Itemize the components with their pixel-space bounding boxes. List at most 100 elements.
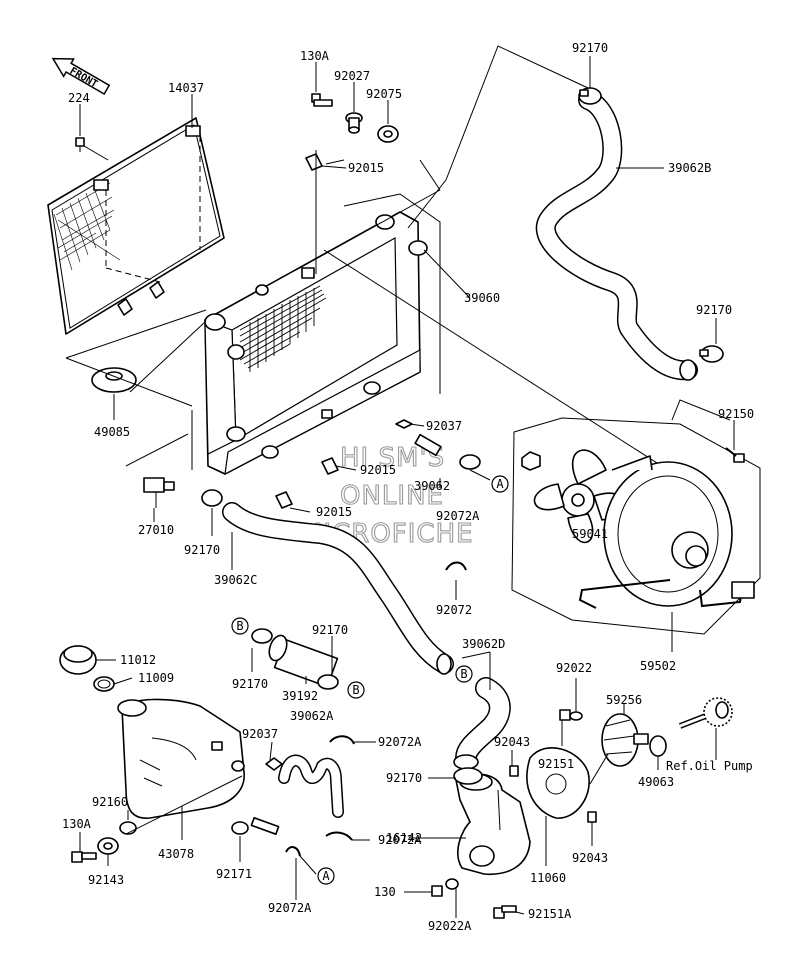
bolt-92150 (725, 447, 745, 463)
collar-92027 (345, 112, 363, 134)
clamp-92170-pump (453, 767, 483, 785)
callout-b-1: B (231, 617, 249, 635)
label-39062: 39062 (414, 479, 450, 493)
callout-a-letter: A (496, 477, 504, 491)
label-11012: 11012 (120, 653, 156, 667)
impeller-59256 (601, 713, 649, 767)
label-92072a-a: 92072A (436, 509, 480, 523)
callout-b-letter: B (460, 667, 467, 681)
label-92170-f: 92170 (386, 771, 422, 785)
label-92022: 92022 (556, 661, 592, 675)
leader-lines (79, 56, 735, 918)
screen-mesh (53, 182, 121, 271)
bolt-92151 (559, 709, 571, 721)
reservoir-cap-11012 (59, 645, 97, 675)
label-92160: 92160 (92, 795, 128, 809)
label-39062b: 39062B (668, 161, 711, 175)
seal-49063 (649, 735, 667, 757)
label-16142: 16142 (386, 831, 422, 845)
gasket-11060 (526, 747, 590, 819)
label-92015-a: 92015 (348, 161, 384, 175)
label-59041: 59041 (572, 527, 608, 541)
label-92151a: 92151A (528, 907, 572, 921)
callout-b-letter: B (236, 619, 243, 633)
label-11060: 11060 (530, 871, 566, 885)
label-27010: 27010 (138, 523, 174, 537)
oil-pump-shaft (678, 697, 733, 729)
label-92170-d: 92170 (312, 623, 348, 637)
label-92072a-d: 92072A (268, 901, 312, 915)
label-92075: 92075 (366, 87, 402, 101)
fan-switch-27010 (143, 477, 175, 508)
label-59502: 59502 (640, 659, 676, 673)
clip-92037 (395, 419, 413, 429)
clamp-92072 (445, 561, 467, 571)
label-59256: 59256 (606, 693, 642, 707)
callout-a-2: A (317, 867, 335, 885)
clamp-92072a-top (459, 454, 481, 470)
label-92037-b: 92037 (242, 727, 278, 741)
label-130a-bottom: 130A (62, 817, 92, 831)
bolt-130a-bottom (71, 851, 97, 863)
washer-92022a (445, 878, 459, 890)
label-39060: 39060 (464, 291, 500, 305)
radiator-screen (47, 117, 225, 335)
label-11009: 11009 (138, 671, 174, 685)
hose-39062b (535, 90, 698, 381)
hose-39062a (278, 754, 344, 818)
clip-92037-b (265, 757, 283, 771)
label-39192: 39192 (282, 689, 318, 703)
fan-blade-59041 (533, 449, 626, 544)
tube-92171 (231, 816, 280, 836)
washer-92022 (569, 711, 583, 721)
label-92143: 92143 (88, 873, 124, 887)
label-92150: 92150 (718, 407, 754, 421)
label-92015-c: 92015 (316, 505, 352, 519)
label-43078: 43078 (158, 847, 194, 861)
label-92170-a: 92170 (572, 41, 608, 55)
fan-shroud-59502 (578, 455, 755, 609)
water-pump-body-16142 (455, 773, 531, 876)
label-39062a: 39062A (290, 709, 334, 723)
bolt-130 (431, 885, 443, 897)
label-92170-e: 92170 (232, 677, 268, 691)
grommet-92143 (97, 837, 119, 855)
label-130: 130 (374, 885, 396, 899)
reservoir-tank-43078 (117, 698, 245, 840)
bolt-92151a (493, 905, 517, 919)
label-92043-a: 92043 (494, 735, 530, 749)
label-92022a: 92022A (428, 919, 472, 933)
hose-39062d (453, 651, 511, 770)
clamps-92072a (285, 735, 355, 857)
radiator-core-fins (239, 285, 327, 372)
nut-fan (521, 451, 541, 471)
label-92037-a: 92037 (426, 419, 462, 433)
label-92043-b: 92043 (572, 851, 608, 865)
label-92170-b: 92170 (696, 303, 732, 317)
radiator-cap (65, 309, 207, 407)
hose-39062c (201, 489, 454, 675)
label-92170-c: 92170 (184, 543, 220, 557)
label-224: 224 (68, 91, 90, 105)
label-49085: 49085 (94, 425, 130, 439)
bolt-130a (311, 93, 333, 107)
watermark-line2: ONLINE (340, 481, 444, 511)
front-marker: FRONT (68, 66, 100, 91)
label-39062d: 39062D (462, 637, 505, 651)
callout-a-letter: A (322, 869, 330, 883)
label-92151: 92151 (538, 757, 574, 771)
grommet-92075 (377, 125, 399, 143)
callout-a-1: A (491, 475, 509, 493)
bolt-224 (75, 137, 109, 161)
label-92027: 92027 (334, 69, 370, 83)
label-92171: 92171 (216, 867, 252, 881)
label-92072a-b: 92072A (378, 735, 422, 749)
fan-group-outline (323, 249, 761, 635)
callout-b-letter: B (352, 683, 359, 697)
group-outline (125, 150, 441, 470)
label-49063: 49063 (638, 775, 674, 789)
label-92072: 92072 (436, 603, 472, 617)
part-labels: 14037 224 130A 92027 92075 92015 92170 3… (62, 41, 754, 933)
